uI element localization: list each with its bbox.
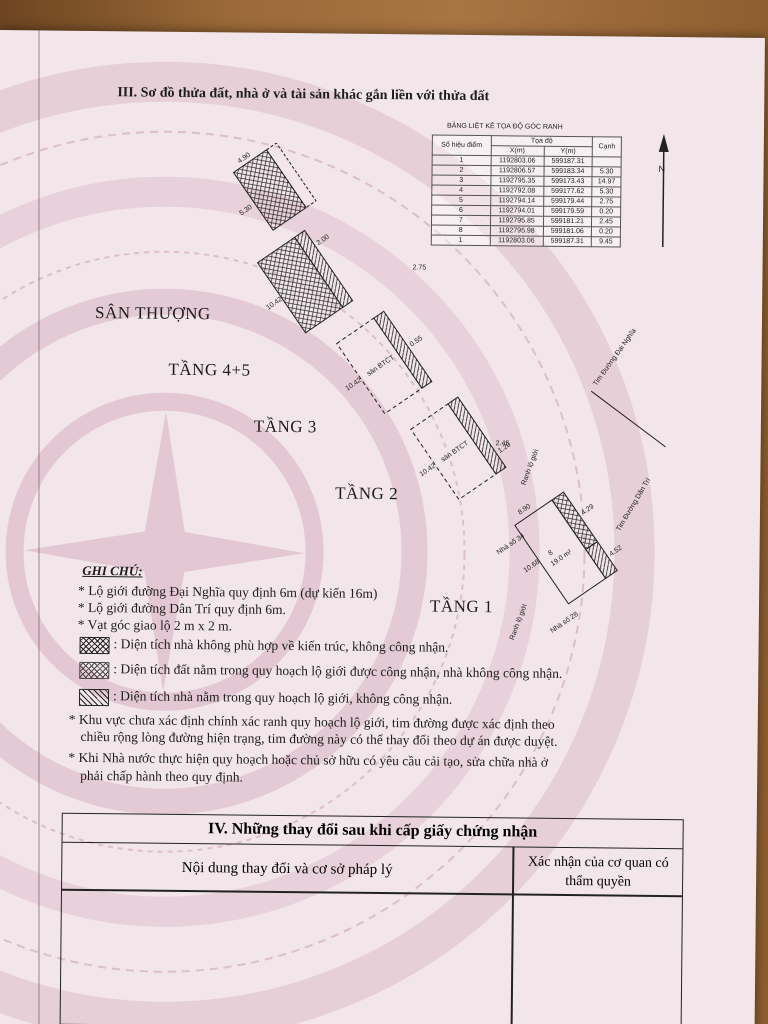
dim-label: 2.00 [316, 233, 331, 247]
floor-label-rooftop: SÂN THƯỢNG [94, 303, 211, 324]
floor3-plan: sàn BTCT 10.42 0.55 [336, 310, 433, 415]
parcel-label: 8 [547, 549, 554, 557]
changes-table: IV. Những thay đổi sau khi cấp giấy chứn… [59, 812, 684, 1024]
dim-label: 5.30 [238, 204, 253, 218]
dim-label: 0.55 [409, 335, 424, 349]
dim-label: 10.68 [523, 559, 541, 575]
floor45-plan: 10.42 2.00 [256, 229, 354, 334]
dim-label: 2.45 [496, 440, 510, 447]
floor-plan-drawing: 5.30 4.90 10.42 2.00 sàn BTCT 10.42 0.55 [232, 142, 666, 641]
floor-label-1: TẦNG 1 [429, 596, 494, 617]
page-fold [38, 30, 40, 1024]
floor-label-45: TẦNG 4+5 [168, 359, 251, 380]
neighbor-label: Nhà số 34 [495, 531, 527, 557]
floor-label-2: TẦNG 2 [335, 483, 399, 504]
rooftop-plan: 5.30 4.90 [232, 142, 317, 231]
boundary-label: Ranh lộ giới [521, 448, 541, 486]
notes-title: GHI CHÚ: [82, 562, 143, 579]
legend-crosshatch-dense-icon [79, 661, 110, 680]
road-label: Tim Đường Đại Nghĩa [592, 328, 638, 388]
dim-label: 10.42 [344, 377, 362, 393]
road-label: Tim Đường Dân Trí [615, 477, 652, 533]
legend-crosshatch-icon [79, 636, 110, 655]
dim-label: 4.52 [608, 545, 623, 559]
dim-label: 4.29 [580, 503, 595, 517]
note-line: * Lộ giới đường Đại Nghĩa quy định 6m (d… [78, 582, 378, 601]
legend-diagonal-hatch-icon [78, 688, 110, 707]
area-label: 19.0 m² [550, 548, 574, 568]
coord-table-caption: BẢNG LIỆT KÊ TỌA ĐỘ GÓC RANH [446, 122, 563, 131]
floor-label-3: TẦNG 3 [253, 416, 317, 437]
dim-label: 10.42 [419, 463, 437, 479]
changes-col-content-header: Nội dung thay đổi và cơ sở pháp lý [181, 859, 393, 879]
note-line: * Lộ giới đường Dân Trí quy định 6m. [77, 599, 287, 618]
changes-col-approval-header: Xác nhận của cơ quan có thẩm quyền [527, 854, 669, 890]
boundary-label: Ranh lộ giới [509, 603, 529, 641]
north-arrow-icon: N [659, 133, 669, 247]
floor1-plan: 8 19.0 m² 10.68 Nhà số 34 Nhà số 28 4.29… [495, 491, 624, 635]
section-4-title: IV. Những thay đổi sau khi cấp giấy chứn… [62, 813, 683, 850]
north-label: N [659, 164, 666, 174]
btct-label: sàn BTCT [440, 440, 471, 464]
note-line: phải chấp hành theo quy định. [80, 767, 243, 785]
certificate-page: III. Sơ đồ thửa đất, nhà ở và tài sản kh… [0, 30, 765, 1024]
btct-label: sàn BTCT [366, 354, 397, 378]
note-line: * Vạt góc giao lộ 2 m x 2 m. [77, 616, 233, 634]
dim-label: 10.42 [265, 296, 283, 312]
dim-label: 8.90 [517, 503, 532, 517]
floor2-plan: sàn BTCT 10.42 1.20 [410, 396, 512, 501]
neighbor-label: Nhà số 28 [548, 609, 580, 635]
dim-label: 2.75 [412, 264, 426, 271]
bronze-drum-watermark [0, 61, 655, 1024]
